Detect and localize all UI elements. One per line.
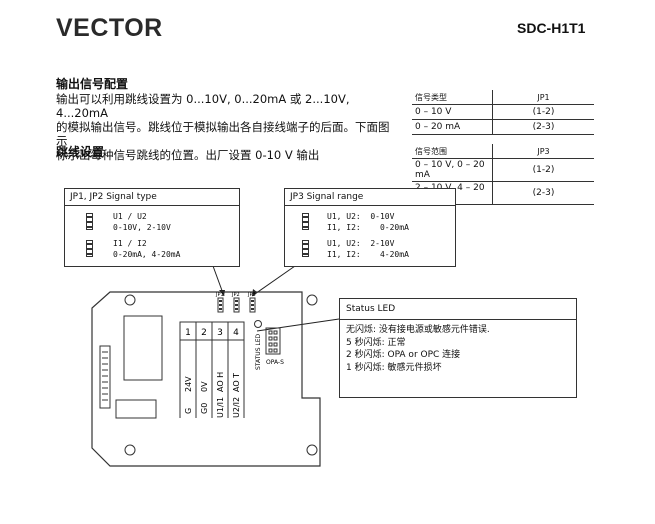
table-cell: 0 – 20 mA <box>412 119 493 135</box>
paragraph-line: 的模拟输出信号。跳线位于模拟输出各自接线端子的后面。下面图示 <box>56 120 390 148</box>
box-title: JP3 Signal range <box>285 189 455 206</box>
jumper-jp3 <box>249 297 256 313</box>
jumper-jp1 <box>217 297 224 313</box>
table-cell: (1-2) <box>492 104 594 120</box>
terminal-label: G <box>184 408 193 414</box>
signal-range-line: U1, U2: 0-10V <box>327 212 395 221</box>
terminal-number: 1 <box>185 328 191 338</box>
section-title-output-config: 输出信号配置 <box>56 77 129 91</box>
terminal-label: AO H <box>216 372 225 392</box>
mounting-hole <box>124 294 136 306</box>
terminal-label: 0V <box>200 381 209 392</box>
table-cell: 0 – 10 V, 0 – 20 mA <box>412 158 493 182</box>
terminal-label: U1/I1 <box>216 397 225 418</box>
mounting-hole <box>306 444 318 456</box>
led-state-line: 5 秒闪烁: 正常 <box>346 337 406 348</box>
signal-range-line: I1, I2: 0-20mA <box>327 223 409 232</box>
board-outline <box>91 291 321 467</box>
section-title-jumper-settings: 跳线设置 <box>56 145 105 159</box>
signal-type-range: 0-20mA, 4-20mA <box>113 250 181 259</box>
jumper-label: JP3 <box>247 292 256 298</box>
jumper-icon <box>302 240 309 257</box>
jumper-label: JP2 <box>231 292 240 298</box>
terminal-label: 24V <box>184 376 193 392</box>
status-led-box: Status LED 无闪烁: 没有接电源或敏感元件错误. 5 秒闪烁: 正常 … <box>339 298 577 398</box>
jumper-icon <box>302 213 309 230</box>
jumper-jp2 <box>233 297 240 313</box>
signal-type-label: I1 / I2 <box>113 239 147 248</box>
jumper-icon <box>86 213 93 230</box>
signal-type-range: 0-10V, 2-10V <box>113 223 171 232</box>
led-state-line: 2 秒闪烁: OPA or OPC 连接 <box>346 350 461 360</box>
connector-strip <box>99 345 111 409</box>
signal-range-line: I1, I2: 4-20mA <box>327 250 409 259</box>
output-config-paragraph: 输出可以利用跳线设置为 0...10V, 0...20mA 或 2...10V,… <box>56 92 396 162</box>
table-cell: (2-3) <box>492 181 594 205</box>
terminal-number: 2 <box>201 328 207 338</box>
mounting-hole <box>124 444 136 456</box>
terminal-label: G0 <box>200 403 209 414</box>
opa-label: OPA-S <box>266 359 284 366</box>
opa-connector <box>265 327 281 355</box>
jp3-signal-range-box: JP3 Signal range U1, U2: 0-10V I1, I2: 0… <box>284 188 456 267</box>
terminal-label: U2/I2 <box>232 397 241 418</box>
table-header: JP1 <box>492 90 594 105</box>
table-cell: (1-2) <box>492 158 594 182</box>
component-block <box>115 399 157 419</box>
table-header: 信号类型 <box>412 90 493 105</box>
terminal-number: 3 <box>217 328 223 338</box>
box-title: JP1, JP2 Signal type <box>65 189 239 206</box>
jumper-label: JP1 <box>215 292 224 298</box>
signal-type-label: U1 / U2 <box>113 212 147 221</box>
terminal-number: 4 <box>233 328 239 338</box>
terminal-label: AO T <box>232 373 241 392</box>
table-cell: 0 – 10 V <box>412 104 493 120</box>
box-title: Status LED <box>340 299 576 320</box>
led-state-line: 1 秒闪烁: 敏感元件损坏 <box>346 362 442 373</box>
circuit-board: 1 2 3 4 24V 0V AO H AO T G G0 U1/I1 U2/I… <box>91 291 321 467</box>
table-header: JP3 <box>492 144 594 159</box>
component-block <box>123 315 163 381</box>
paragraph-line: 输出可以利用跳线设置为 0...10V, 0...20mA 或 2...10V,… <box>56 92 350 120</box>
vector-logo: VECTOR <box>56 14 163 42</box>
paragraph-line: 标示出每种信号跳线的位置。出厂设置 0-10 V 输出 <box>56 148 320 162</box>
jumper-icon <box>86 240 93 257</box>
signal-range-line: U1, U2: 2-10V <box>327 239 395 248</box>
mounting-hole <box>306 294 318 306</box>
status-led-label: STATUS LED <box>255 333 262 370</box>
jp1-jp2-signal-type-box: JP1, JP2 Signal type U1 / U2 0-10V, 2-10… <box>64 188 240 267</box>
led-state-line: 无闪烁: 没有接电源或敏感元件错误. <box>346 325 490 335</box>
status-led <box>254 320 262 328</box>
model-number: SDC-H1T1 <box>517 20 586 36</box>
table-header: 信号范围 <box>412 144 493 159</box>
table-cell: (2-3) <box>492 119 594 135</box>
